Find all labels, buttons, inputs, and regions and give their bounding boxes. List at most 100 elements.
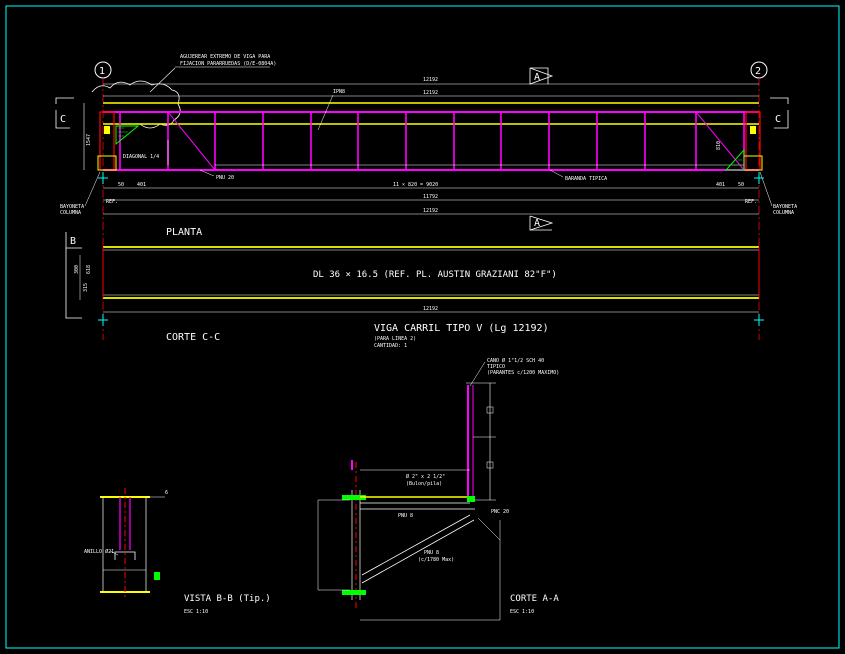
gusset-right <box>724 148 745 171</box>
caa-note1: CANO Ø 1"1/2 SCH 40 <box>487 357 544 364</box>
section-c-right-marker <box>770 97 789 129</box>
end-post-right <box>745 111 761 171</box>
beam-column-markers <box>98 314 764 326</box>
section-c-left: C <box>60 114 66 125</box>
caa-pnu8: PNU 8 <box>398 513 413 519</box>
caa-post-top <box>351 460 353 470</box>
dim-beam-bottom: 12192 <box>423 306 438 312</box>
caa-dim-tag1 <box>486 406 494 414</box>
truss-diagonal-right <box>695 111 745 171</box>
elevation-view: PLANTA DL 36 × 16.5 (REF. PL. AUSTIN GRA… <box>65 227 764 343</box>
vbb-title: VISTA B-B (Tip.) <box>184 594 271 604</box>
dim-right-small: 50 <box>738 182 744 188</box>
truss-diagonal-left <box>167 111 216 171</box>
title-sub2: CANTIDAD: 1 <box>374 343 407 349</box>
note-line2: FIJACION PARARRUEDAS (D/E-0804A) <box>180 61 276 67</box>
end-post-left <box>99 111 115 171</box>
section-c-left-marker <box>55 97 74 129</box>
dim-top1: 12192 <box>423 77 438 83</box>
dim-v1: 300 <box>74 265 80 274</box>
caa-note2: TIPICO <box>487 364 505 370</box>
grid-label-2: 2 <box>755 66 761 77</box>
section-b-label: B <box>70 236 76 247</box>
leader-ipn8 <box>317 94 334 131</box>
dim-height-right: 810 <box>716 141 722 150</box>
title-block: VIGA CARRIL TIPO V (Lg 12192) (PARA LINE… <box>374 323 549 349</box>
caa-scale: ESC 1:10 <box>510 609 534 615</box>
leader-bayoneta-left <box>84 171 101 207</box>
end-plate-left <box>104 126 110 134</box>
leader-pnu20 <box>199 169 215 177</box>
gusset-left <box>115 125 140 146</box>
bayoneta-left-2: COLUMNA <box>60 210 81 216</box>
dim-height-left: 1547 <box>86 134 92 146</box>
caa-brace-bottom <box>361 519 475 584</box>
caa-bolt2: (Bulon/pila) <box>406 481 442 487</box>
beam-label: DL 36 × 16.5 (REF. PL. AUSTIN GRAZIANI 8… <box>313 270 557 280</box>
label-planta: PLANTA <box>166 227 202 238</box>
base-plate-left <box>97 155 117 171</box>
plan-view: 1 2 AGUJEREAR EXTREMO DE VIGA PARA FIJAC… <box>55 54 797 340</box>
label-ipn8: IPN8 <box>333 89 345 95</box>
section-a-top: A <box>534 72 540 83</box>
dim-v2: 315 <box>83 283 89 292</box>
section-a-top-marker <box>529 67 554 85</box>
caa-weld-bottom <box>342 590 366 595</box>
vbb-dim-top: 6 <box>165 490 168 496</box>
label-corte-cc: CORTE C-C <box>166 332 220 343</box>
gusset-hatch-right <box>734 159 742 166</box>
caa-note-leader <box>469 361 486 387</box>
vbb-scale: ESC 1:10 <box>184 609 208 615</box>
label-pnu20: PNU 20 <box>216 175 234 181</box>
truss-verticals <box>119 112 745 170</box>
bayoneta-left-1: BAYONETA <box>60 204 84 210</box>
column-markers <box>98 172 764 184</box>
caa-dim-slope <box>477 517 501 541</box>
section-a-bottom-marker <box>529 215 554 231</box>
vista-bb: ANILLO Ø21 6 VISTA B-B (Tip.) ESC 1:10 <box>84 488 271 615</box>
ref-right: REF. <box>745 199 757 205</box>
caa-weld-top <box>342 495 366 500</box>
revision-cloud <box>91 80 181 129</box>
caa-spacing: (c/1780 Max) <box>418 557 454 563</box>
vbb-ring <box>114 551 136 560</box>
leader-baranda <box>549 169 564 178</box>
vbb-weld <box>154 572 160 580</box>
end-plate-right <box>750 126 756 134</box>
vbb-anillo-leader <box>109 550 119 556</box>
dim-top2: 12192 <box>423 90 438 96</box>
label-baranda: BARANDA TIPICA <box>565 176 607 182</box>
dim-v3: 618 <box>86 265 92 274</box>
dim-bottom1: 11792 <box>423 194 438 200</box>
dim-left-small: 50 <box>118 182 124 188</box>
caa-bolt1: Ø 2" x 2 1/2" <box>406 473 445 480</box>
note-leader <box>149 67 176 93</box>
truss-inner-lines <box>167 140 744 166</box>
dim-right: 401 <box>716 182 725 188</box>
vbb-anillo: ANILLO Ø21 <box>84 548 114 555</box>
caa-pnu8b: PNU 8 <box>424 550 439 556</box>
drawing-frame <box>5 5 840 649</box>
caa-brace-top <box>361 514 471 576</box>
bayoneta-right-2: COLUMNA <box>773 210 794 216</box>
caa-pnc20: PNC 20 <box>491 509 509 515</box>
gusset-hatch-left <box>118 127 128 137</box>
caa-title: CORTE A-A <box>510 594 559 604</box>
leader-bayoneta-right <box>759 171 773 207</box>
corte-aa: CANO Ø 1"1/2 SCH 40 TIPICO (PARANTES c/1… <box>317 357 559 621</box>
note-line1: AGUJEREAR EXTREMO DE VIGA PARA <box>180 54 270 60</box>
label-diagonal: DIAGONAL 1/4 <box>123 154 159 160</box>
main-title: VIGA CARRIL TIPO V (Lg 12192) <box>374 323 549 334</box>
title-sub1: (PARA LINEA 2) <box>374 336 416 342</box>
caa-dim-tag2 <box>486 461 494 469</box>
section-a-bottom: A <box>534 218 540 229</box>
section-b-marker <box>65 232 82 319</box>
bayoneta-right-1: BAYONETA <box>773 204 797 210</box>
caa-weld-rail <box>467 496 475 502</box>
caa-note3: (PARANTES c/1200 MAXIMO) <box>487 370 559 376</box>
dim-mid: 11 × 820 = 9020 <box>393 182 438 188</box>
ref-left: REF. <box>106 199 118 205</box>
dim-bottom2: 12192 <box>423 208 438 214</box>
grid-label-1: 1 <box>99 66 105 77</box>
